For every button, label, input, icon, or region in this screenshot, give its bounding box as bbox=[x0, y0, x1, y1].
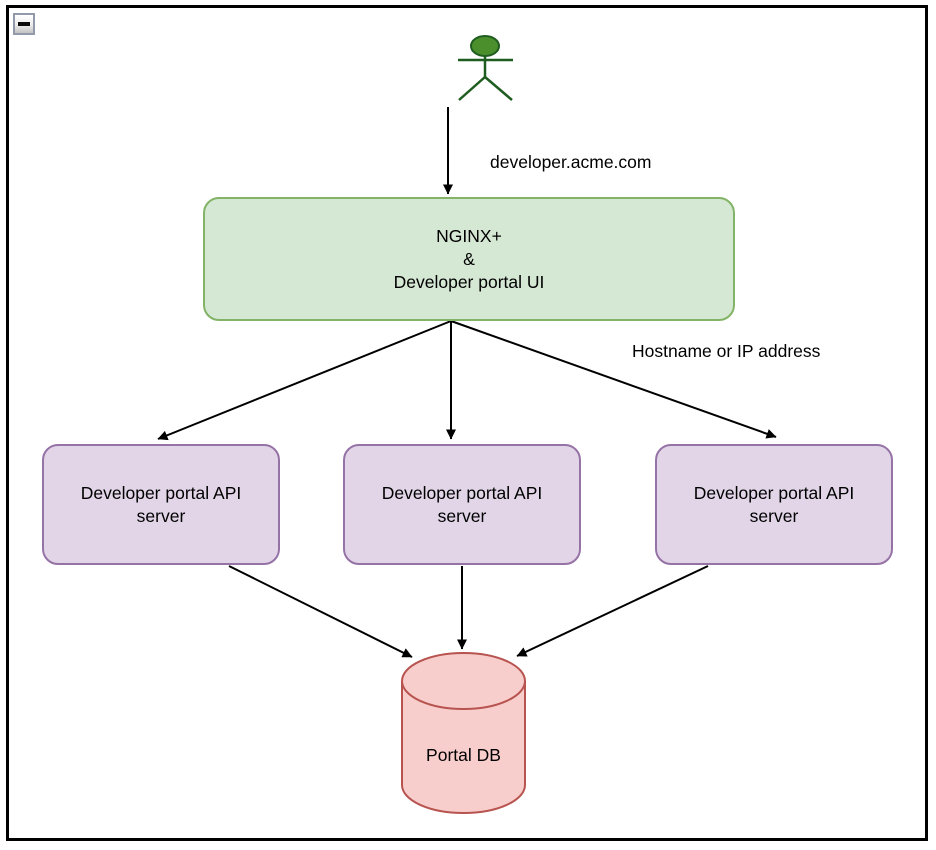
edge-label-routing: Hostname or IP address bbox=[632, 341, 821, 361]
node-gateway-label: NGINX+ & Developer portal UI bbox=[393, 225, 545, 292]
edge-api-3-to-db[interactable] bbox=[516, 565, 709, 657]
edge-api-1-to-db[interactable] bbox=[228, 565, 413, 658]
node-api-server-label: Developer portal API server bbox=[80, 482, 242, 526]
edge-label-domain: developer.acme.com bbox=[490, 152, 652, 172]
node-api-server-1[interactable]: Developer portal API server bbox=[42, 444, 280, 565]
collapse-button[interactable] bbox=[13, 13, 35, 35]
node-api-server-label: Developer portal API server bbox=[693, 482, 855, 526]
database-cylinder[interactable] bbox=[401, 652, 526, 814]
node-api-server-2[interactable]: Developer portal API server bbox=[343, 444, 581, 565]
node-database-label: Portal DB bbox=[426, 745, 501, 765]
minus-icon bbox=[18, 22, 30, 26]
node-api-server-label: Developer portal API server bbox=[381, 482, 543, 526]
edge-gateway-to-api-3[interactable] bbox=[450, 320, 777, 439]
user-actor-icon[interactable] bbox=[458, 35, 513, 101]
edge-gateway-to-api-1[interactable] bbox=[157, 320, 452, 441]
node-gateway[interactable]: NGINX+ & Developer portal UI bbox=[203, 197, 735, 321]
node-api-server-3[interactable]: Developer portal API server bbox=[655, 444, 893, 565]
